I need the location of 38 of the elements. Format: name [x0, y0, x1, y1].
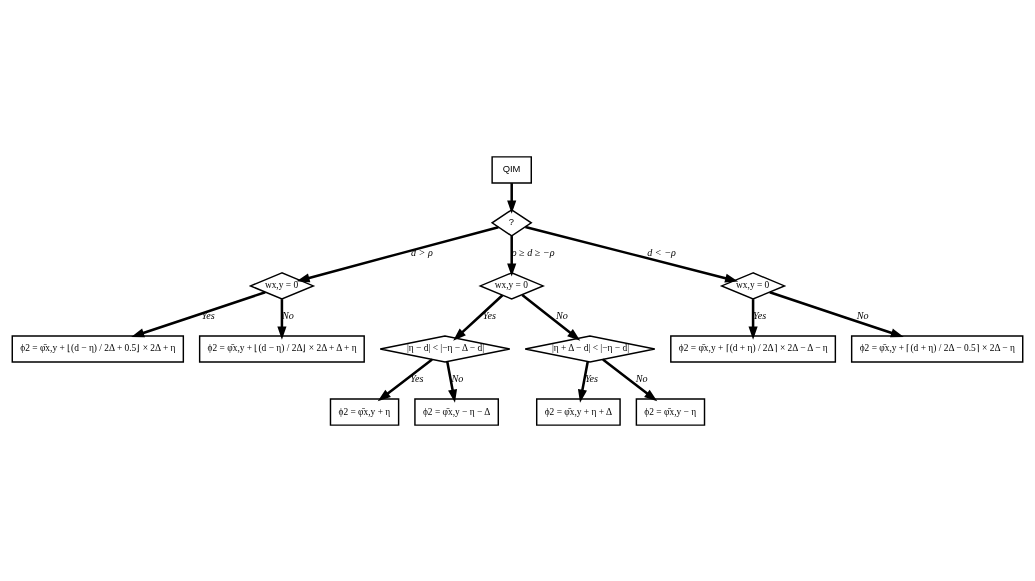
- edge-label: No: [555, 309, 568, 321]
- edge-label: ρ ≥ d ≥ −ρ: [511, 246, 555, 258]
- edge-label: No: [451, 372, 464, 384]
- node-diamond: |η − d| < |−η − Δ − d|: [379, 334, 511, 363]
- arrow: [521, 293, 581, 341]
- arrow: [131, 290, 266, 337]
- arrow: [748, 298, 758, 340]
- node-box: ϕ2 = φ̄x,y + ⌈(d + η) / 2Δ⌉ × 2Δ − Δ − η: [670, 334, 837, 363]
- node-box: ϕ2 = φ̄x,y − η − Δ: [414, 397, 499, 426]
- arrow: [277, 298, 287, 340]
- node-diamond: ?: [490, 208, 533, 237]
- arrow: [602, 358, 658, 401]
- edge-label: No: [281, 309, 294, 321]
- node-box: ϕ2 = φ̄x,y − η: [635, 397, 706, 426]
- arrow: [507, 182, 517, 214]
- edge-label: d < −ρ: [647, 246, 676, 258]
- edge-label: No: [635, 372, 648, 384]
- node-box: ϕ2 = φ̄x,y + ⌊(d − η) / 2Δ⌋ × 2Δ + Δ + η: [198, 334, 365, 363]
- edge-label: Yes: [482, 309, 496, 321]
- node-box: QIM: [491, 155, 532, 184]
- node-box: ϕ2 = φ̄x,y + ⌈(d + η) / 2Δ − 0.5⌉ × 2Δ − η: [850, 334, 1024, 363]
- arrow: [453, 293, 504, 341]
- edge-label: No: [856, 309, 869, 321]
- arrow: [525, 225, 739, 283]
- node-box: ϕ2 = φ̄x,y + ⌊(d − η) / 2Δ + 0.5⌋ × 2Δ + η: [11, 334, 185, 363]
- arrow: [446, 360, 458, 403]
- node-box: ϕ2 = φ̄x,y + η + Δ: [536, 397, 621, 426]
- arrow: [377, 358, 433, 401]
- node-diamond: |η + Δ − d| < |−η − d|: [524, 334, 656, 363]
- edge-label: Yes: [753, 309, 767, 321]
- arrow: [577, 360, 589, 403]
- arrow: [507, 235, 517, 277]
- edge-label: Yes: [410, 372, 424, 384]
- arrow: [296, 225, 499, 282]
- arrow: [769, 290, 904, 337]
- edge-label: Yes: [584, 372, 599, 384]
- node-box: ϕ2 = φ̄x,y + η: [329, 397, 400, 426]
- node-diamond: wx,y = 0: [478, 271, 545, 300]
